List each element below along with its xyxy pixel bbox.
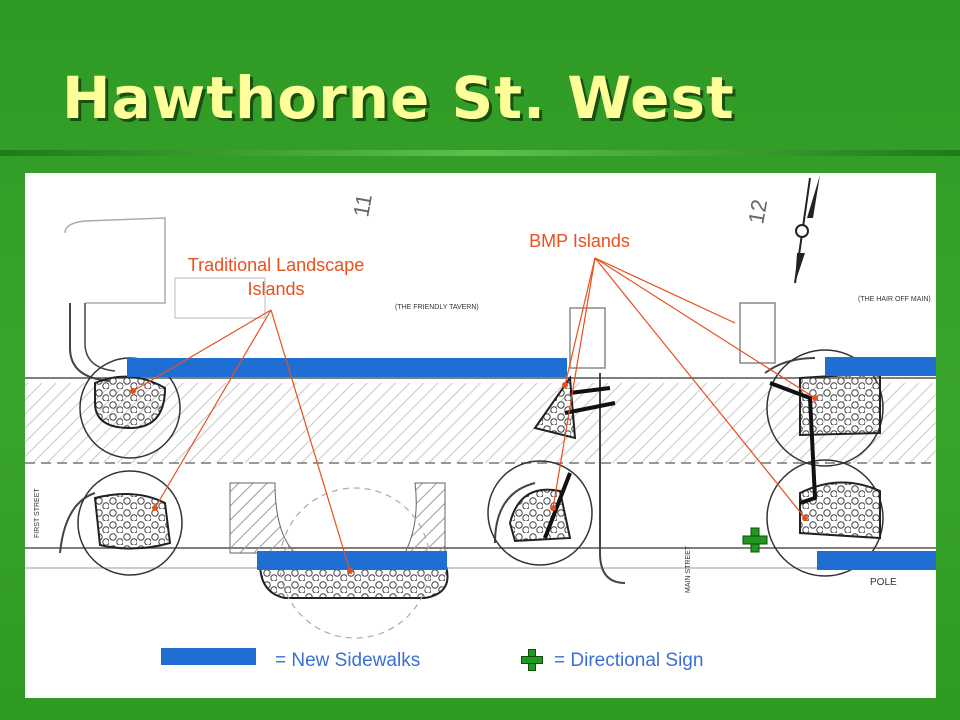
annotation-leaders	[132, 257, 816, 572]
map-text-friendly-tavern: (THE FRIENDLY TAVERN)	[395, 304, 479, 311]
label-traditional-islands: Traditional Landscape Islands	[187, 255, 365, 299]
directional-sign-marker	[742, 527, 768, 553]
drain-line-right	[769, 381, 818, 505]
island-circle-right-bottom	[766, 459, 884, 577]
map-text-pole: POLE	[870, 577, 897, 588]
map-text-hair-off-main: (THE HAIR OFF MAIN)	[858, 296, 931, 303]
island-circle-center-bottom	[487, 460, 593, 566]
building-outline-tavern	[174, 277, 266, 319]
map-text-first-street: FIRST STREET	[34, 488, 41, 538]
island-circle-right-top	[766, 349, 884, 467]
curb-bottom-left	[59, 492, 96, 554]
island-bmp-center-bottom	[508, 488, 572, 543]
slide-title: Hawthorne St. West	[62, 64, 735, 132]
annotation-dots	[130, 382, 818, 574]
sidewalk-bottom-center	[257, 551, 447, 570]
site-plan-panel: (THE FRIENDLY TAVERN) (THE HAIR OFF MAIN…	[25, 173, 936, 698]
label-bmp-islands: BMP Islands	[529, 231, 630, 251]
island-bmp-right-bottom	[799, 481, 881, 540]
sidewalk-top-main	[127, 358, 567, 377]
map-text-block-12: 12	[743, 197, 772, 225]
map-text-main-street: MAIN STREET	[685, 545, 692, 593]
curb-right	[764, 357, 816, 374]
island-bmp-center-top	[533, 375, 577, 440]
drain-line-center	[543, 386, 616, 539]
building-outline-left	[64, 217, 166, 304]
map-text-block-11: 11	[348, 192, 377, 219]
legend-sidewalk-swatch	[161, 648, 256, 665]
sidewalk-top-right	[825, 357, 936, 376]
island-circle-bottom-left	[77, 470, 183, 576]
hatched-curb-center	[229, 482, 297, 554]
island-traditional-bottom-left	[93, 493, 172, 550]
building-outline-center	[569, 307, 606, 369]
site-plan-drawing: (THE FRIENDLY TAVERN) (THE HAIR OFF MAIN…	[25, 175, 936, 639]
sidewalk-bottom-right	[817, 551, 936, 570]
curb-top-left-inner	[84, 303, 116, 372]
north-arrow	[794, 175, 820, 284]
island-traditional-top-left	[94, 375, 167, 430]
hatched-curb-center-right	[404, 482, 446, 554]
title-divider	[0, 150, 960, 156]
island-traditional-bottom-center	[258, 562, 449, 599]
legend-sign-icon	[521, 649, 543, 671]
legend-sign-label: = Directional Sign	[554, 650, 704, 671]
curb-center-right	[599, 373, 626, 584]
legend-sidewalks-label: = New Sidewalks	[275, 650, 421, 671]
curb-bottom-center	[494, 482, 536, 544]
building-outline-right	[739, 302, 776, 364]
